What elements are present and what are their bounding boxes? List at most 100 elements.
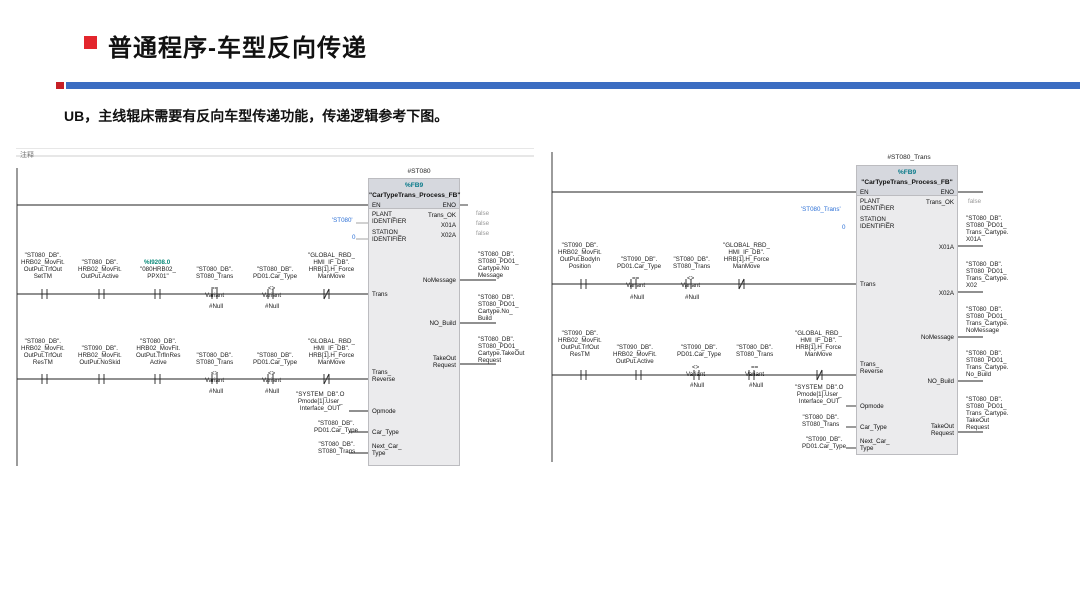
- title-bullet-icon: [84, 36, 97, 49]
- pin-trans-ok: Trans_OK: [926, 199, 954, 206]
- station-value: 0: [842, 224, 846, 231]
- contact-address: %I9208.0: [144, 259, 171, 266]
- compare-label: "ST080_DB". PD01.Car_Type: [253, 352, 298, 366]
- fb-name: "CarTypeTrans_Process_FB": [369, 192, 461, 199]
- contact-label: "080HRB02_ PPX01": [140, 266, 176, 280]
- compare-operand: #Null: [690, 382, 705, 389]
- compare-operand: #Null: [209, 388, 224, 395]
- output-nomessage-tag: "ST080_DB". ST080_PD01_ Trans_Cartype. N…: [966, 306, 1009, 334]
- function-block[interactable]: %FB9 "CarTypeTrans_Process_FB" EN PLANT_…: [368, 178, 461, 466]
- contact-label: "ST090_DB". HRB02_MovFit. OutPut.NoSkid: [78, 345, 122, 366]
- x01a-value: false: [476, 220, 490, 227]
- pin-plant-identifier: PLANT_ IDENTIFIER: [372, 211, 407, 225]
- compare-label: "ST080_DB". ST080_Trans: [673, 256, 711, 270]
- opmode-feed-tag: "SYSTEM_DB".O Pmode[1].User_ Interface_O…: [795, 384, 844, 405]
- next-car-feed-tag: "ST080_DB". ST080_Trans: [318, 441, 356, 455]
- compare-operator: == Variant: [205, 285, 225, 299]
- output-no-build-tag: "ST080_DB". ST080_PD01_ Trans_Cartype. N…: [966, 350, 1009, 378]
- output-takeout-tag: "ST080_DB". ST080_PD01_ Trans_Cartype. T…: [966, 396, 1009, 431]
- function-block-header: %FB9 "CarTypeTrans_Process_FB": [369, 179, 461, 209]
- output-nomessage-tag: "ST080_DB". ST080_PD01_ Cartype.No Messa…: [478, 251, 519, 279]
- pin-next-car-type: Next_Car_ Type: [860, 438, 890, 452]
- function-block[interactable]: %FB9 "CarTypeTrans_Process_FB" EN PLANT_…: [856, 165, 958, 455]
- compare-operand: #Null: [685, 294, 700, 301]
- contact-label: "GLOBAL_RBD_ HMI_IF_DB". HRB[1].H_Force …: [795, 330, 842, 358]
- station-value: 0: [352, 234, 356, 241]
- pin-eno: ENO: [442, 202, 456, 209]
- car-type-feed-tag: "ST080_DB". PD01.Car_Type: [314, 420, 359, 434]
- pin-trans: Trans: [860, 281, 876, 288]
- pin-x02a: X02A: [440, 232, 456, 239]
- pin-car-type: Car_Type: [860, 424, 887, 431]
- x02a-value: false: [476, 230, 490, 237]
- pin-x01a: X01A: [938, 244, 954, 251]
- pin-no-build: NO_Build: [927, 378, 954, 385]
- header-bar-accent: [56, 82, 64, 89]
- opmode-feed-tag: "SYSTEM_DB".O Pmode[1].User_ Interface_O…: [296, 391, 345, 412]
- car-type-feed-tag: "ST080_DB". ST080_Trans: [802, 414, 840, 428]
- pin-x01a: X01A: [440, 222, 456, 229]
- compare-operator: <> Variant: [681, 275, 701, 289]
- pin-trans-reverse: Trans_ Reverse: [860, 361, 884, 375]
- page-title: 普通程序-车型反向传递: [108, 35, 367, 62]
- pin-opmode: Opmode: [860, 403, 884, 410]
- compare-operator: <> Variant: [262, 370, 282, 384]
- fb-instance-name: #ST080_Trans: [887, 154, 931, 161]
- pin-en: EN: [372, 202, 381, 209]
- trans-ok-value: false: [968, 198, 982, 205]
- plant-value: 'ST080': [332, 217, 353, 224]
- pin-opmode: Opmode: [372, 408, 396, 415]
- pin-takeout-request: TakeOut Request: [432, 355, 456, 369]
- next-car-feed-tag: "ST090_DB". PD01.Car_Type: [802, 436, 847, 450]
- ladder-panel-left: 注释 #ST080 %FB9 "CarTypeTrans_Process_FB"…: [16, 148, 534, 466]
- contact-label: "GLOBAL_RBD_ HMI_IF_DB". HRB[1].H_Force …: [308, 252, 355, 280]
- compare-operator: <> Variant: [262, 285, 282, 299]
- compare-operator: <> Variant: [205, 370, 225, 384]
- ladder-wiring-left: [16, 148, 534, 466]
- pin-no-build: NO_Build: [429, 320, 456, 327]
- fb-number: %FB9: [404, 182, 424, 189]
- pin-trans: Trans: [372, 291, 388, 298]
- pin-nomessage: NoMessage: [920, 334, 954, 341]
- pin-x02a: X02A: [938, 290, 954, 297]
- fb-number: %FB9: [897, 169, 917, 176]
- compare-operator: <> Variant: [686, 364, 706, 378]
- compare-operand: #Null: [265, 303, 280, 310]
- contact-label: "GLOBAL_RBD_ HMI_IF_DB". HRB[1].H_Force …: [723, 242, 770, 270]
- pin-trans-ok: Trans_OK: [428, 212, 456, 219]
- pin-car-type: Car_Type: [372, 429, 399, 436]
- fb-instance-name: #ST080: [407, 168, 431, 175]
- pin-nomessage: NoMessage: [422, 277, 456, 284]
- pin-station-identifier: STATION_ IDENTIFIER: [860, 216, 895, 230]
- compare-operand: #Null: [630, 294, 645, 301]
- output-x01a-tag: "ST080_DB". ST080_PD01_ Trans_Cartype. X…: [966, 215, 1009, 243]
- output-x02a-tag: "ST080_DB". ST080_PD01_ Trans_Cartype. X…: [966, 261, 1009, 289]
- contact-label: "ST090_DB". HRB02_MovFit. OutPut.Active: [613, 344, 657, 365]
- contact-label: "ST090_DB". HRB02_MovFit. OutPut.TrfOut …: [558, 330, 602, 358]
- pin-next-car-type: Next_Car_ Type: [372, 443, 402, 457]
- compare-label: "ST090_DB". PD01.Car_Type: [677, 344, 722, 358]
- compare-label: "ST080_DB". ST080_Trans: [736, 344, 774, 358]
- network-comment-label: 注释: [20, 152, 34, 159]
- output-no-build-tag: "ST080_DB". ST080_PD01_ Cartype.No_ Buil…: [478, 294, 519, 322]
- compare-label: "ST080_DB". PD01.Car_Type: [253, 266, 298, 280]
- compare-operand: #Null: [209, 303, 224, 310]
- function-block-header: %FB9 "CarTypeTrans_Process_FB": [857, 166, 957, 196]
- ladder-wiring-right: [551, 152, 983, 462]
- page-description: UB，主线辊床需要有反向车型传递功能，传递逻辑参考下图。: [64, 108, 449, 124]
- contact-label: "ST080_DB". HRB02_MovFit. OutPut.TrfInRe…: [136, 338, 181, 366]
- pin-station-identifier: STATION_ IDENTIFIER: [372, 229, 407, 243]
- compare-label: "ST080_DB". ST080_Trans: [196, 352, 234, 366]
- plant-value: 'ST080_Trans': [801, 206, 841, 213]
- ladder-panel-right: #ST080_Trans %FB9 "CarTypeTrans_Process_…: [551, 148, 1044, 466]
- contact-label: "ST080_DB". HRB02_MovFit. OutPut.TrfOut …: [21, 338, 65, 366]
- output-takeout-tag: "ST080_DB". ST080_PD01_ Cartype.TakeOut …: [478, 336, 525, 364]
- header-bar: [66, 82, 1080, 89]
- fb-name: "CarTypeTrans_Process_FB": [861, 179, 953, 186]
- compare-label: "ST090_DB". PD01.Car_Type: [617, 256, 662, 270]
- contact-label: "ST080_DB". HRB02_MovFit. OutPut.TrfOut …: [21, 252, 65, 280]
- compare-operand: #Null: [749, 382, 764, 389]
- pin-trans-reverse: Trans_ Reverse: [372, 369, 396, 383]
- trans-ok-value: false: [476, 210, 490, 217]
- compare-label: "ST080_DB". ST080_Trans: [196, 266, 234, 280]
